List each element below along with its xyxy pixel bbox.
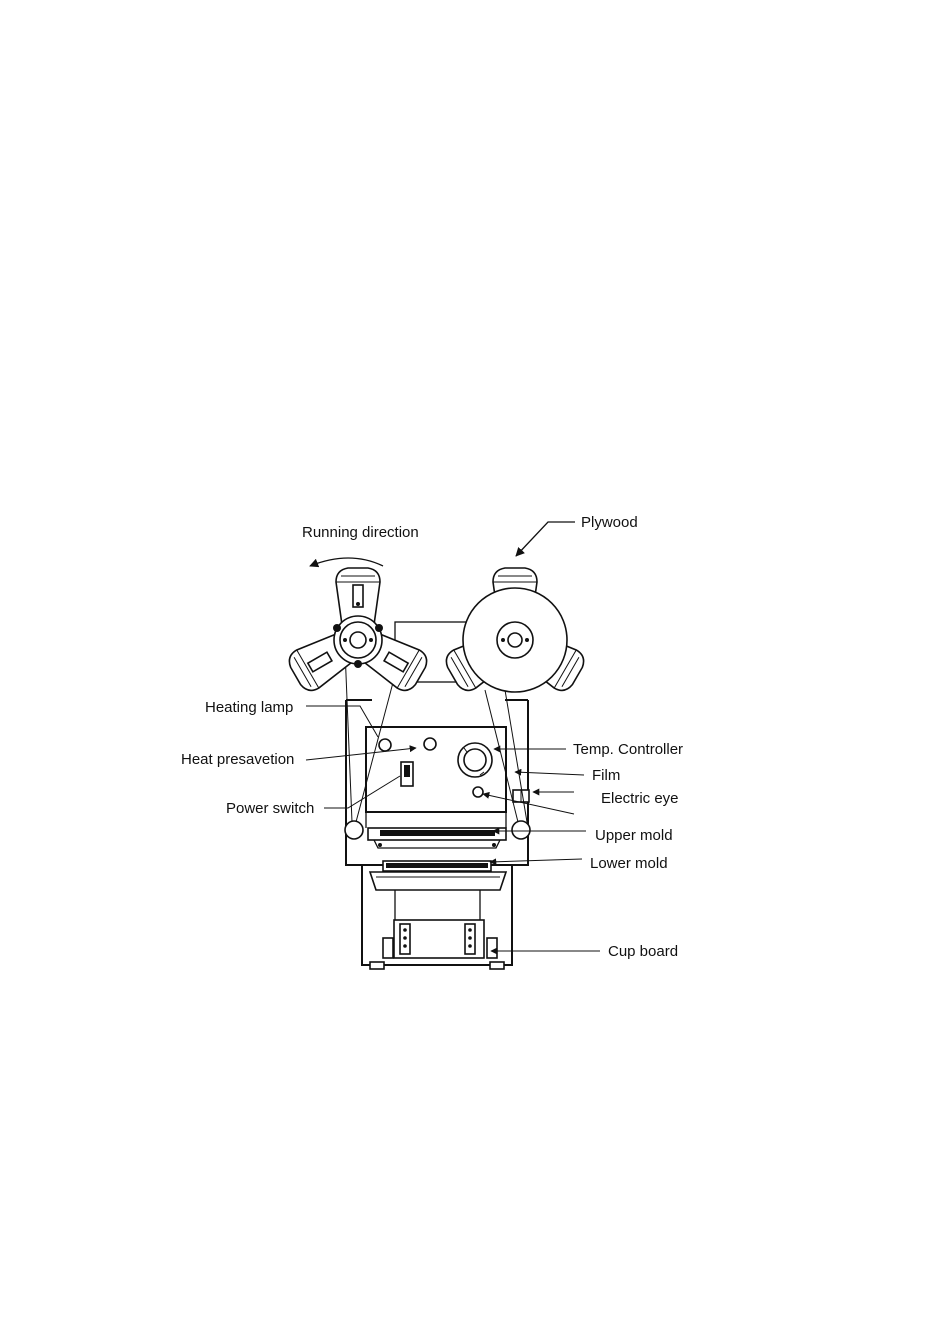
left-reel: [285, 568, 432, 695]
label-lower-mold: Lower mold: [590, 855, 668, 872]
left-film-roller: [345, 821, 363, 839]
right-reel: [442, 568, 589, 695]
right-film-roller: [512, 821, 530, 839]
right-foot: [490, 962, 504, 969]
signal-indicator: [473, 787, 483, 797]
film-leader: [515, 772, 584, 775]
label-electric-eye: Electric eye: [601, 790, 679, 807]
left-foot: [370, 962, 384, 969]
heating-lamp-leader: [306, 706, 378, 737]
label-cup-board: Cup board: [608, 943, 678, 960]
power-switch-leader: [324, 776, 400, 808]
label-running-direction: Running direction: [302, 524, 419, 541]
label-heating-lamp: Heating lamp: [205, 699, 293, 716]
heat-presavetion-leader: [306, 748, 416, 760]
label-heat-presavetion: Heat presavetion: [181, 751, 294, 768]
label-power-switch: Power switch: [226, 800, 314, 817]
heating-lamp-indicator: [379, 739, 391, 751]
label-upper-mold: Upper mold: [595, 827, 673, 844]
lower-mold-leader: [490, 859, 582, 862]
running-direction-arrow: [310, 558, 383, 566]
labels: Running direction Plywood Heating lamp H…: [181, 514, 683, 960]
lower-mold-tray: [370, 872, 506, 890]
plywood-arrow: [516, 522, 575, 556]
label-temp-controller: Temp. Controller: [573, 741, 683, 758]
label-film: Film: [592, 767, 620, 784]
heat-preservation-indicator: [424, 738, 436, 750]
label-plywood: Plywood: [581, 514, 638, 531]
